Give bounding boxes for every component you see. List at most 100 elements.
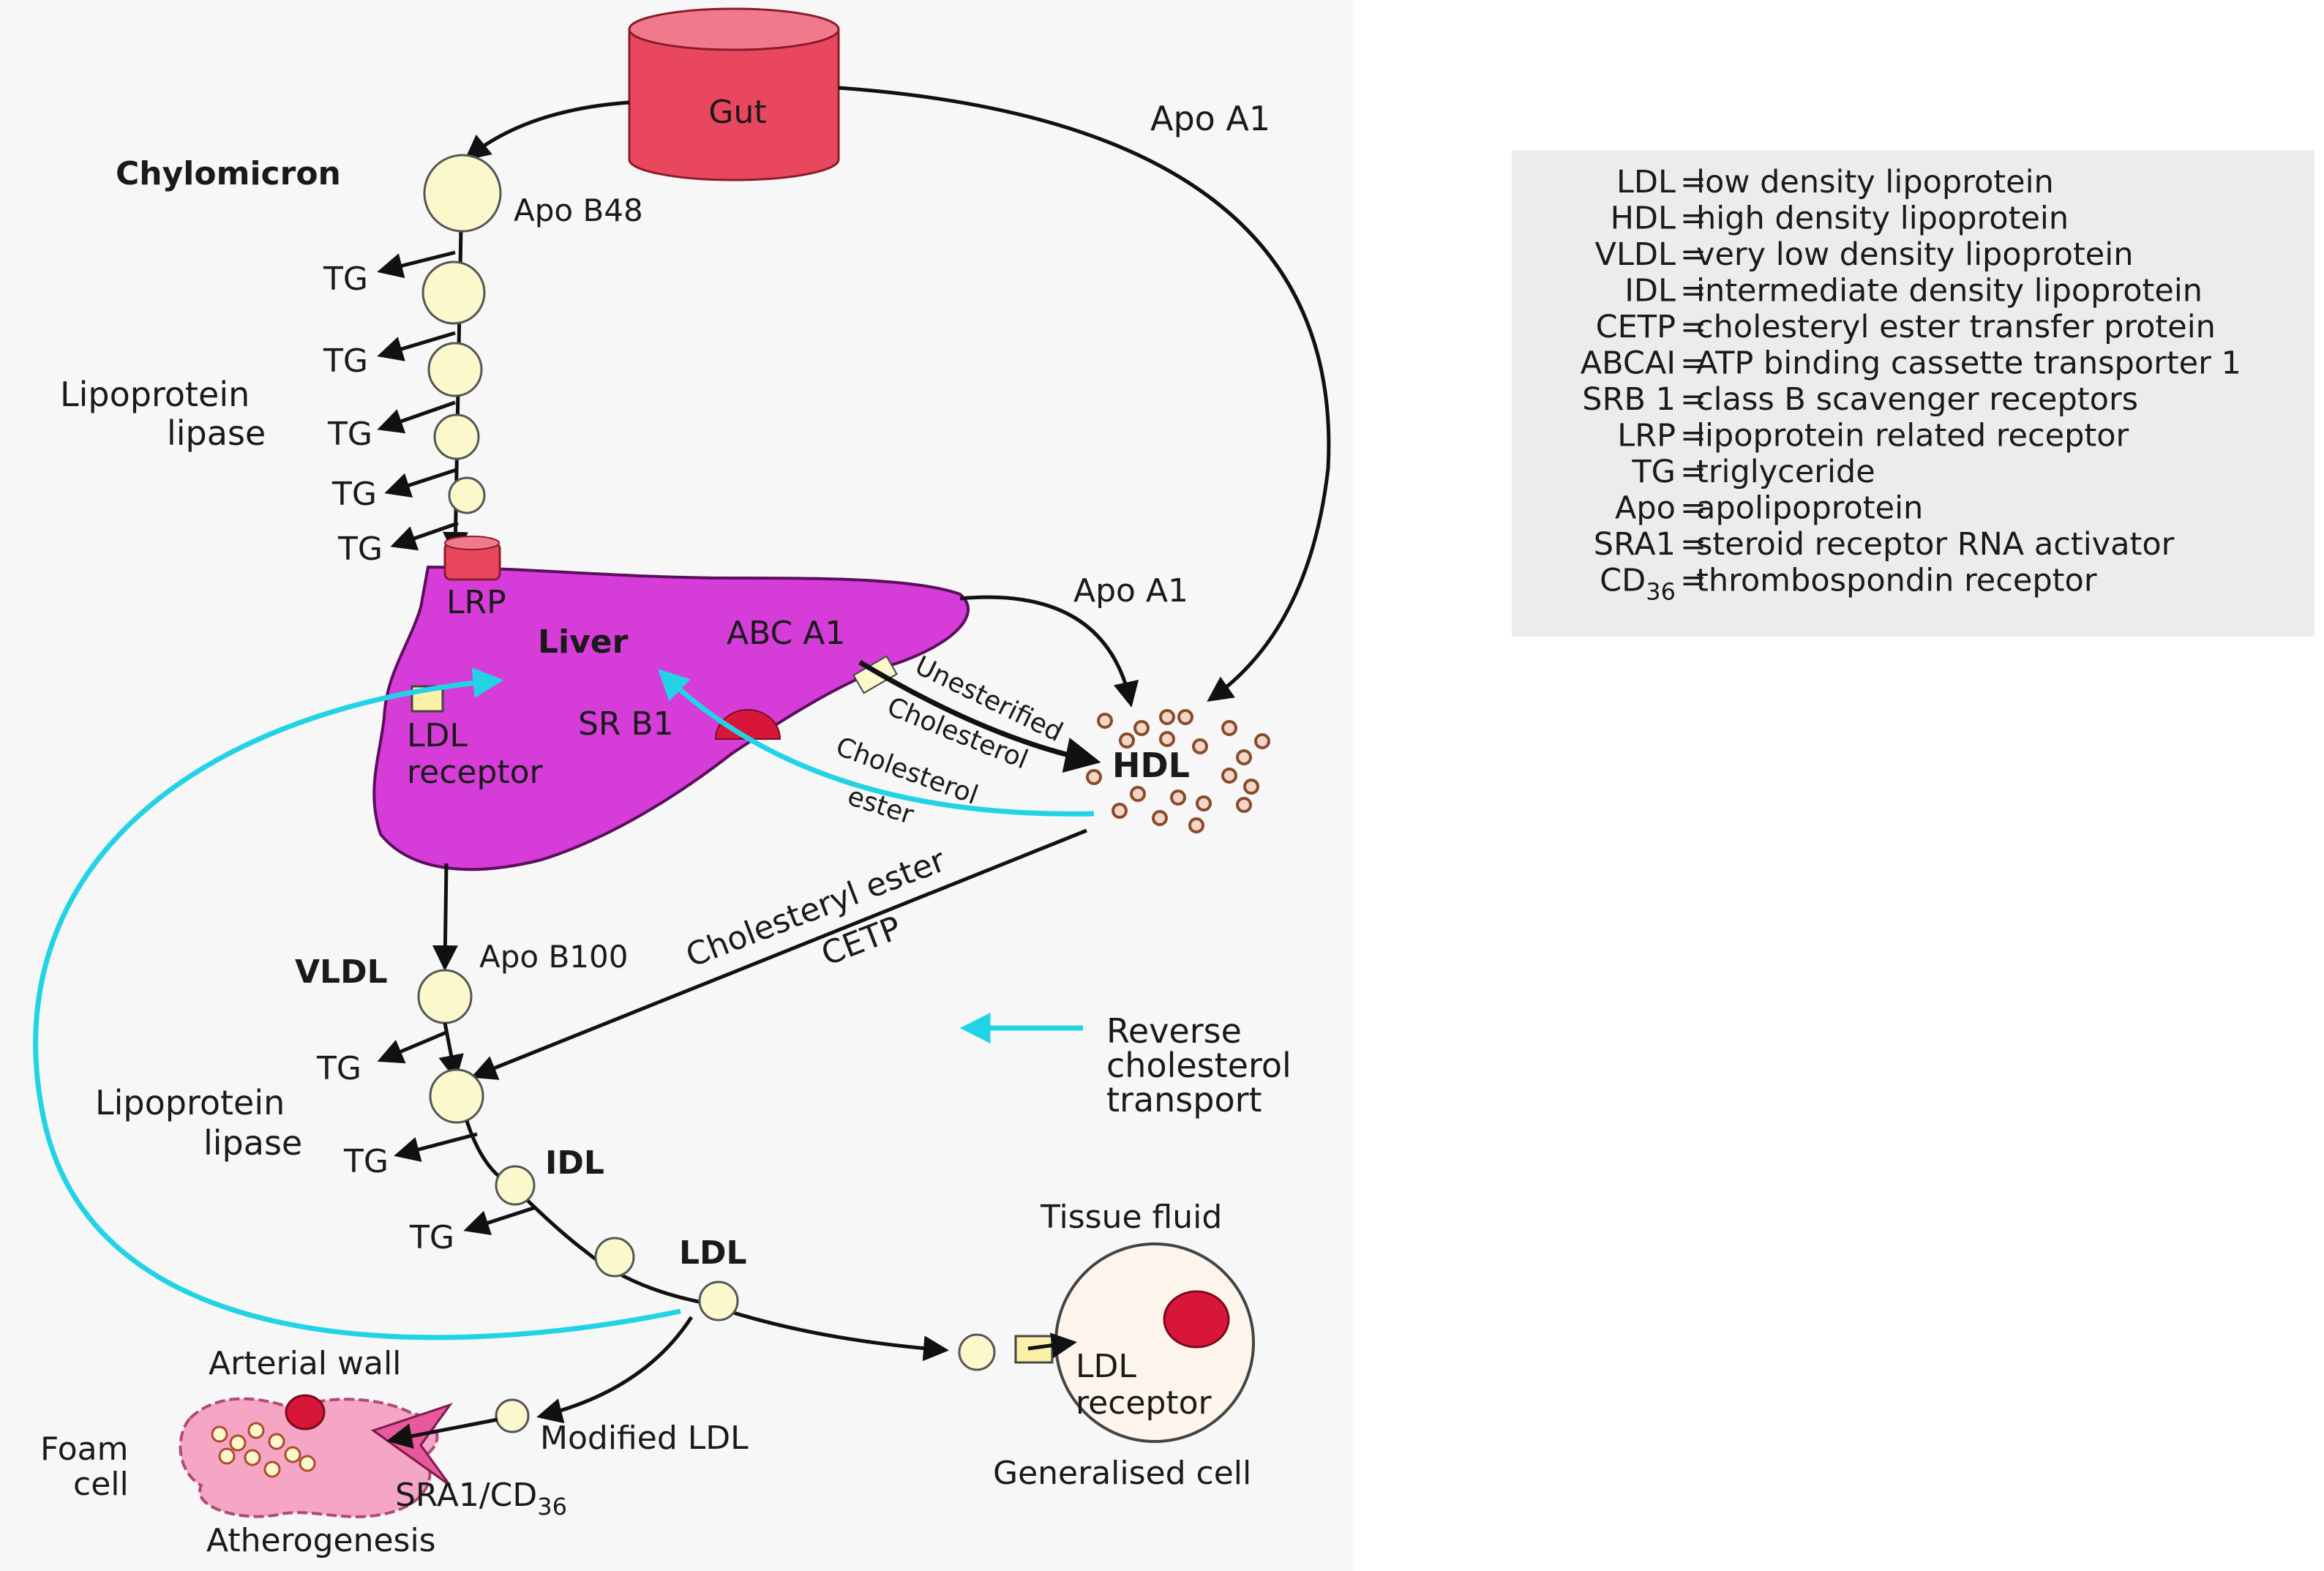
legend-key: IDL	[1624, 273, 1676, 310]
liver-label: Liver	[538, 623, 629, 661]
tg-label-5: TG	[337, 530, 383, 568]
legend-key: Apo	[1615, 490, 1676, 527]
tg-arrow-3	[377, 400, 456, 434]
lipoprotein-label-top: Lipoprotein	[60, 375, 250, 414]
legend-key: LDL	[1616, 164, 1676, 200]
legend-key: TG	[1631, 454, 1676, 490]
legend-key: CETP	[1596, 309, 1676, 345]
legend-key-text: IDL	[1624, 273, 1676, 310]
arterial-wall-label: Arterial wall	[209, 1345, 401, 1382]
legend-key: HDL	[1611, 200, 1676, 237]
legend-key-subscript: 36	[1646, 578, 1676, 606]
hdl-label: HDL	[1112, 746, 1190, 785]
reverse-label: Reverse	[1106, 1011, 1242, 1051]
legend-key: VLDL	[1595, 236, 1676, 273]
chylomicron-remnant-2	[427, 342, 483, 397]
gut-label: Gut	[708, 94, 766, 131]
ldl-tg-arrow	[463, 1205, 536, 1235]
legend-equals: =	[1680, 200, 1706, 237]
tg-label-2: TG	[323, 342, 368, 380]
legend-equals: =	[1680, 345, 1706, 382]
legend-equals: =	[1680, 273, 1706, 310]
legend-equals: =	[1680, 164, 1706, 200]
legend-key: CD36	[1600, 563, 1676, 606]
foam-cell-lipid-droplets	[211, 1422, 316, 1478]
reverse-transport-label: transport	[1106, 1080, 1262, 1120]
legend-key-text: HDL	[1611, 200, 1676, 237]
sr-b1-label: SR B1	[578, 705, 674, 743]
legend-equals: =	[1680, 490, 1706, 527]
legend-value: intermediate density lipoprotein	[1696, 273, 2203, 310]
ldl-label: LDL	[679, 1234, 747, 1272]
idl-tg-label: TG	[343, 1143, 389, 1180]
gut-to-chylomicron-arrow	[464, 100, 630, 161]
sra1-text: SRA1	[395, 1477, 479, 1514]
chylomicron-particle	[423, 154, 502, 233]
legend-value: ATP binding cassette transporter 1	[1696, 345, 2241, 382]
idl-precursor-particle	[429, 1068, 484, 1124]
legend-key-text: SRA1	[1594, 526, 1676, 563]
cd-subscript: 36	[537, 1493, 567, 1521]
vldl-tg-arrow	[377, 1030, 449, 1064]
reverse-cholesterol-label: cholesterol	[1106, 1046, 1292, 1085]
legend-key-text: CETP	[1596, 309, 1676, 345]
vldl-particle	[417, 969, 473, 1024]
legend-key: SRA1	[1594, 526, 1676, 563]
legend-equals: =	[1680, 309, 1706, 345]
foam-label: Foam	[40, 1431, 128, 1468]
legend-value: thrombospondin receptor	[1696, 563, 2097, 599]
tg-arrow-1	[377, 250, 456, 279]
tg-label-4: TG	[331, 476, 377, 513]
cd-text: /CD	[479, 1477, 537, 1514]
cell-ldl-label: LDL	[1076, 1348, 1136, 1385]
legend-value: apolipoprotein	[1696, 490, 1923, 527]
legend-value: steroid receptor RNA activator	[1696, 526, 2175, 563]
cell-nucleus	[1163, 1290, 1230, 1349]
atherogenesis-label: Atherogenesis	[206, 1522, 436, 1559]
legend-key-text: LDL	[1616, 164, 1676, 200]
tissue-fluid-label: Tissue fluid	[1040, 1199, 1222, 1236]
liver-to-hdl-apo-a1-arrow	[959, 595, 1139, 708]
idl-tg-arrow	[394, 1132, 478, 1162]
legend-equals: =	[1680, 526, 1706, 563]
sr-b1-receptor	[714, 709, 781, 740]
cell-receptor-label: receptor	[1076, 1384, 1212, 1422]
hdl-particle-cluster	[1086, 709, 1270, 833]
gut-to-hdl-arrow	[838, 86, 1331, 702]
legend-key-text: TG	[1631, 454, 1676, 490]
chylomicron-remnant-4	[448, 476, 486, 514]
legend-key-text: LRP	[1617, 418, 1676, 454]
ldl-into-cell-arrow	[1027, 1332, 1077, 1359]
legend-equals: =	[1680, 563, 1706, 599]
idl-label: IDL	[545, 1144, 604, 1182]
chylomicron-label: Chylomicron	[116, 155, 341, 192]
tg-arrow-2	[377, 331, 456, 361]
apo-b48-label: Apo B48	[514, 192, 643, 228]
legend-key-text: Apo	[1615, 490, 1676, 527]
foam-cell-label: cell	[73, 1466, 129, 1503]
chylomicron-remnant-3	[433, 413, 480, 460]
vldl-label: VLDL	[295, 953, 388, 991]
chylomicron-remnant-1	[421, 260, 486, 325]
ldl-particle	[698, 1281, 739, 1321]
apo-a1-mid-label: Apo A1	[1073, 572, 1188, 610]
modified-ldl-label: Modified LDL	[540, 1420, 749, 1457]
modified-ldl-particle	[495, 1398, 530, 1433]
legend-value: cholesteryl ester transfer protein	[1696, 309, 2216, 345]
generalised-cell-label: Generalised cell	[993, 1455, 1251, 1492]
ldl-to-modified-ldl-arrow	[536, 1316, 694, 1424]
idl-particle	[495, 1165, 536, 1206]
ldl-tg-label: TG	[409, 1219, 454, 1256]
ldl-to-liver-cyan-arrow	[33, 667, 681, 1341]
tg-label-3: TG	[327, 416, 372, 453]
legend-key: ABCAI	[1581, 345, 1676, 382]
sra1-cd36-label: SRA1/CD36	[395, 1477, 567, 1521]
legend-value: triglyceride	[1696, 454, 1875, 490]
legend-value: low density lipoprotein	[1696, 164, 2054, 200]
legend-equals: =	[1680, 454, 1706, 490]
unesterified-cholesterol-arrow	[858, 659, 1101, 773]
apo-a1-top-label: Apo A1	[1150, 99, 1270, 138]
lipase-label-top: lipase	[167, 413, 266, 453]
